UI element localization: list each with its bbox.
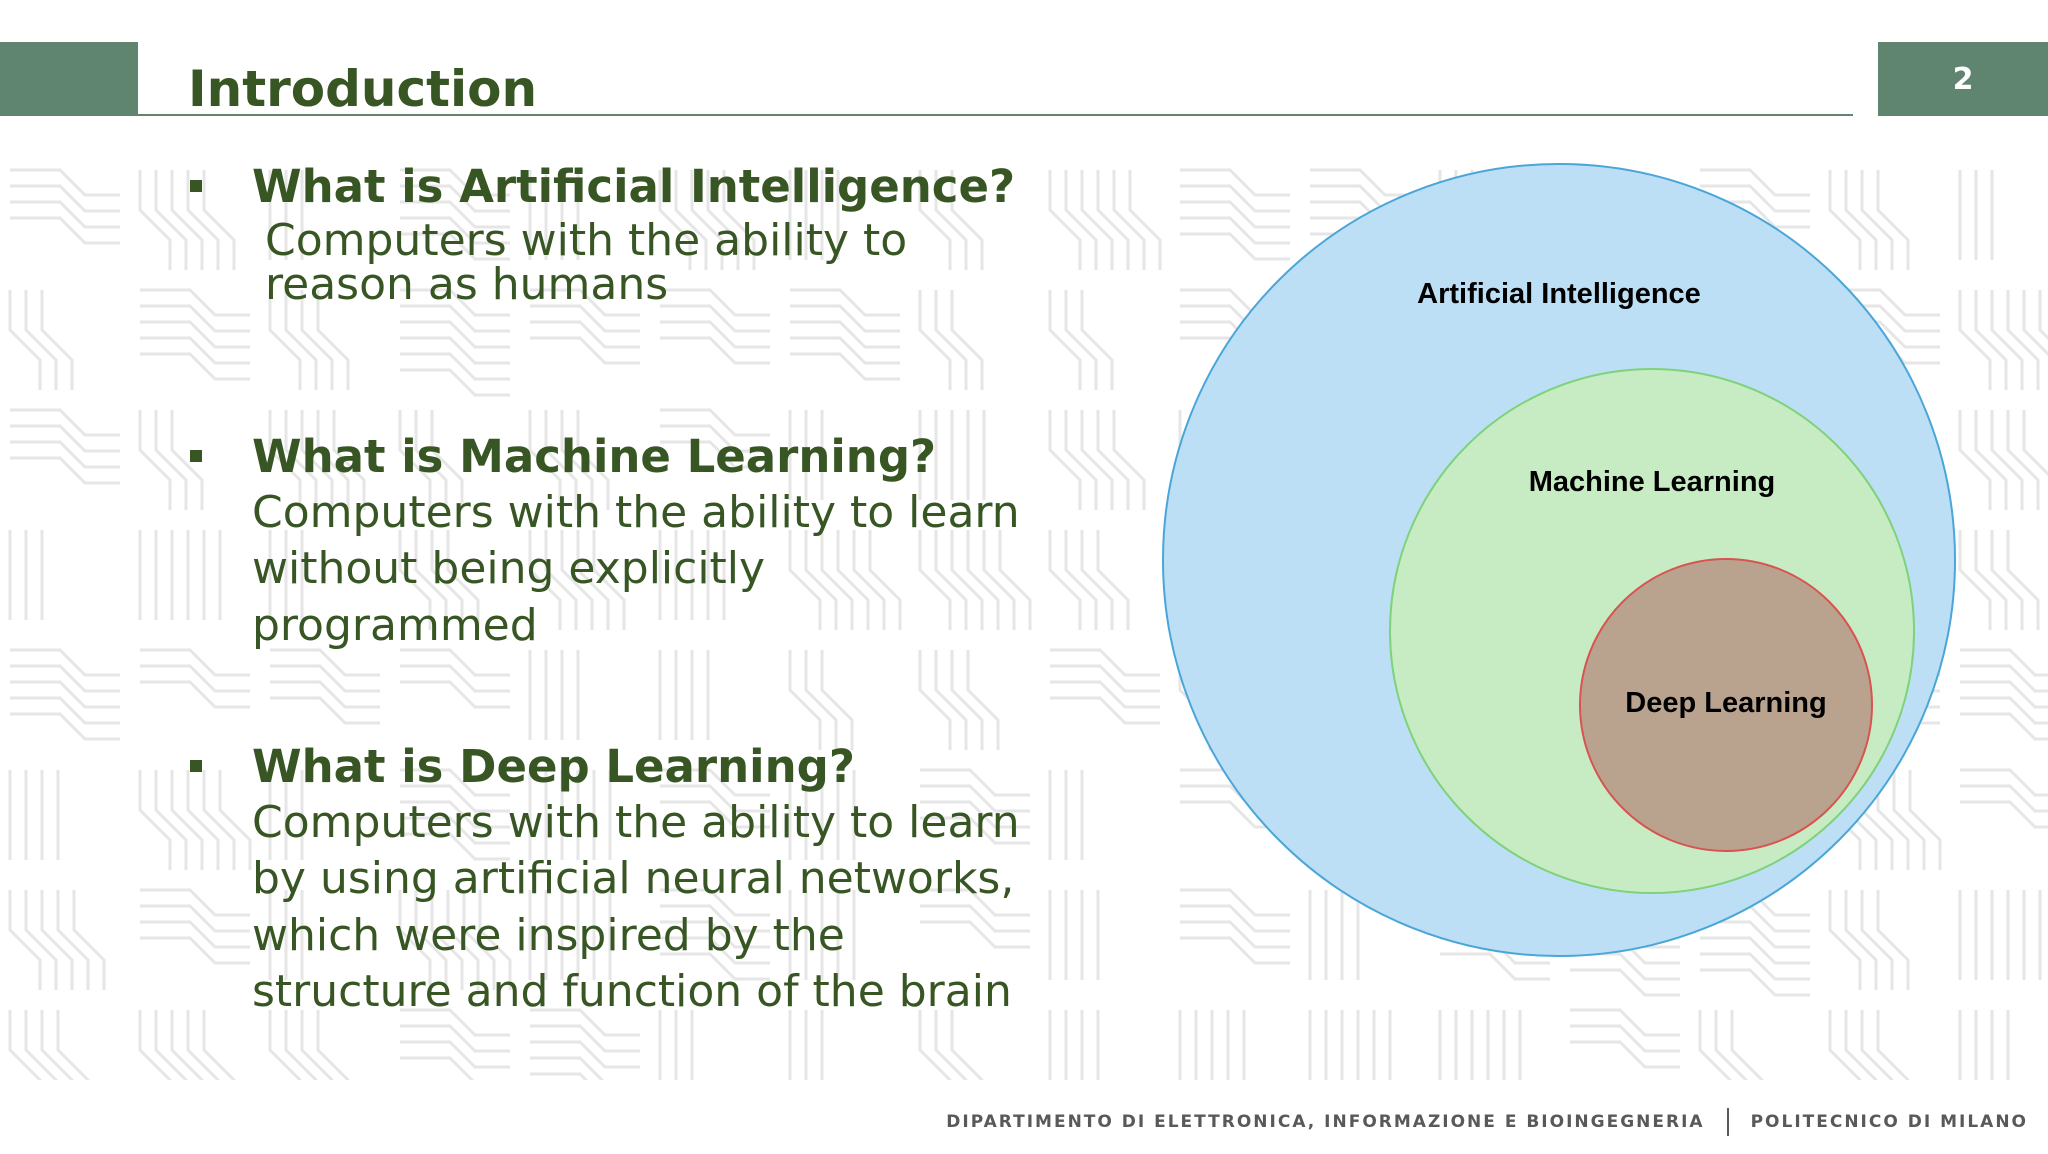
footer-university: POLITECNICO DI MILANO [1750,1112,2028,1132]
bullet-question: What is Artificial Intelligence? [252,160,1016,213]
page-title: Introduction [188,60,538,118]
bullet-answer: Computers with the ability to learn by u… [252,796,1020,1017]
footer-separator [1726,1108,1729,1136]
header-accent-block [0,42,138,116]
square-bullet-icon [190,760,202,772]
square-bullet-icon [190,450,202,462]
footer-department: DIPARTIMENTO DI ELETTRONICA, INFORMAZION… [946,1112,1705,1132]
label-machine-learning: Machine Learning [1529,466,1776,498]
square-bullet-icon [190,180,202,192]
label-deep-learning: Deep Learning [1625,687,1826,719]
bullet-question: What is Deep Learning? [252,740,855,793]
circle-deep-learning [1579,558,1873,852]
ai-ml-dl-venn-diagram: Artificial Intelligence Machine Learning… [1162,163,1956,957]
bullet-item-ai: What is Artificial Intelligence? Compute… [188,160,1108,307]
bullet-answer: Computers with the ability to reason as … [265,214,908,310]
footer: DIPARTIMENTO DI ELETTRONICA, INFORMAZION… [946,1108,2028,1136]
bullet-item-dl: What is Deep Learning? Computers with th… [188,740,1108,1020]
bullet-item-ml: What is Machine Learning? Computers with… [188,430,1108,654]
label-artificial-intelligence: Artificial Intelligence [1417,278,1701,310]
header-divider-line [138,114,1853,116]
bullet-question: What is Machine Learning? [252,430,937,483]
page-number: 2 [1878,42,2048,116]
bullet-answer: Computers with the ability to learn with… [252,486,1020,651]
